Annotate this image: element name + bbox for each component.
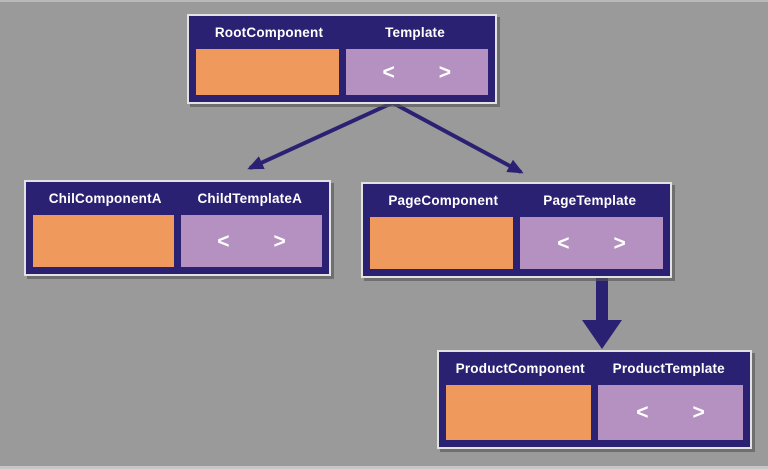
node-body: < > <box>370 217 663 269</box>
angle-left-glyph: < <box>636 401 649 424</box>
angle-right-glyph: > <box>273 229 286 253</box>
node-child-component-a: ChilComponentA ChildTemplateA < > <box>24 180 331 276</box>
component-box <box>33 215 174 267</box>
component-label: ChilComponentA <box>48 191 162 206</box>
template-label: ProductTemplate <box>612 361 725 376</box>
component-box <box>446 385 591 440</box>
angle-left-glyph: < <box>557 231 570 255</box>
angle-right-glyph: > <box>692 401 705 424</box>
component-box <box>196 49 339 95</box>
template-box: < > <box>520 217 663 269</box>
node-page-component: PageComponent PageTemplate < > <box>361 182 672 278</box>
component-label: PageComponent <box>388 193 499 208</box>
component-box <box>370 217 513 269</box>
node-root-component: RootComponent Template < > <box>187 14 497 104</box>
node-header: PageComponent PageTemplate <box>370 184 663 217</box>
template-label: Template <box>385 25 445 40</box>
angle-right-glyph: > <box>613 231 626 255</box>
component-label: ProductComponent <box>455 361 585 376</box>
node-body: < > <box>33 215 322 267</box>
template-box: < > <box>598 385 743 440</box>
top-edge-line <box>0 0 768 2</box>
template-box: < > <box>181 215 322 267</box>
node-body: < > <box>446 385 743 440</box>
template-box: < > <box>345 49 488 95</box>
angle-left-glyph: < <box>382 60 395 84</box>
angle-left-glyph: < <box>217 229 230 253</box>
node-product-component: ProductComponent ProductTemplate < > <box>437 350 752 449</box>
node-header: ChilComponentA ChildTemplateA <box>33 182 322 215</box>
arrow-page-to-product <box>582 277 622 349</box>
template-label: PageTemplate <box>543 193 637 208</box>
node-body: < > <box>196 49 488 95</box>
node-header: RootComponent Template <box>196 16 488 49</box>
template-label: ChildTemplateA <box>197 191 303 206</box>
arrow-root-to-childa <box>247 101 393 170</box>
node-header: ProductComponent ProductTemplate <box>446 352 743 385</box>
angle-right-glyph: > <box>438 60 452 84</box>
arrow-root-to-page <box>392 101 524 174</box>
component-label: RootComponent <box>214 25 324 40</box>
bottom-edge-line <box>0 466 768 469</box>
